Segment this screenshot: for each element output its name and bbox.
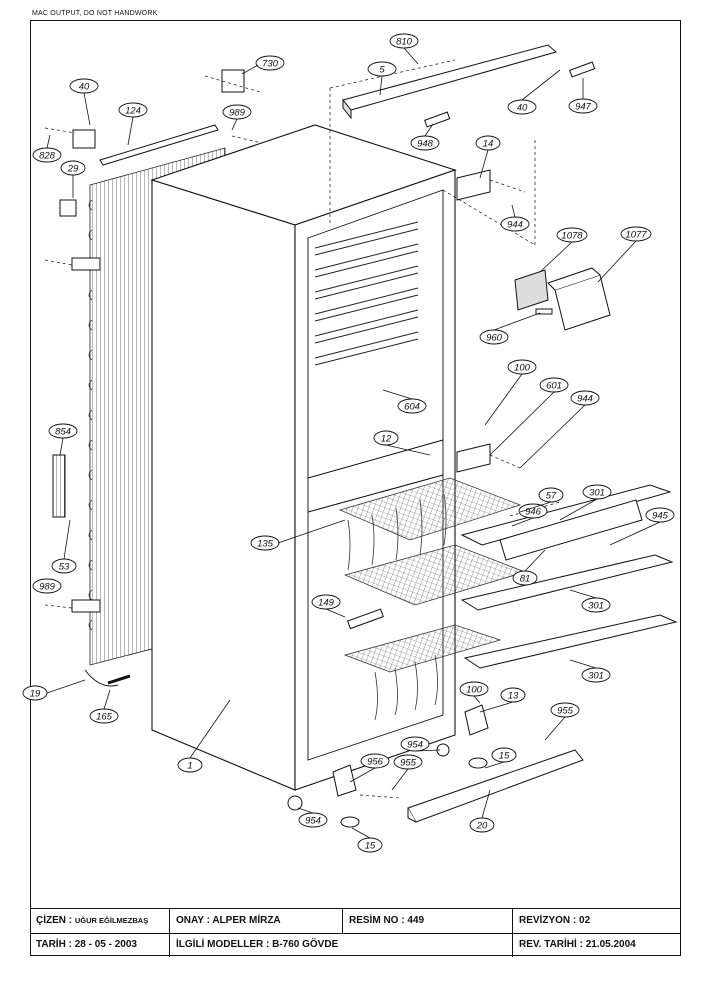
callout-text: 954 bbox=[407, 740, 423, 751]
freezer-evaporator bbox=[314, 221, 419, 366]
callout-text: 57 bbox=[546, 491, 557, 502]
drawn-by-cell: ÇİZEN : UĞUR EĞİLMEZBAŞ bbox=[30, 909, 170, 933]
callout-text: 955 bbox=[557, 706, 574, 717]
date-value: 28 - 05 - 2003 bbox=[74, 939, 137, 950]
cabinet-body bbox=[150, 124, 457, 791]
title-row-1: ÇİZEN : UĞUR EĞİLMEZBAŞ ONAY : ALPER MİR… bbox=[30, 909, 681, 934]
callout-text: 165 bbox=[96, 712, 113, 723]
callout-numbers: 810 5 730 40 124 989 828 29 948 947 14 9… bbox=[30, 37, 669, 852]
kick-plate bbox=[407, 749, 584, 823]
callout-text: 810 bbox=[396, 37, 413, 48]
callout-text: 40 bbox=[79, 82, 90, 93]
callout-text: 989 bbox=[229, 108, 246, 119]
callout-text: 40 bbox=[517, 103, 528, 114]
drawn-by-value: UĞUR EĞİLMEZBAŞ bbox=[74, 916, 149, 925]
callout-text: 15 bbox=[365, 841, 376, 852]
leader-lines bbox=[46, 47, 661, 839]
callout-text: 601 bbox=[546, 381, 562, 392]
callout-text: 15 bbox=[499, 751, 510, 762]
title-row-2: TARİH : 28 - 05 - 2003 İLGİLİ MODELLER :… bbox=[30, 933, 681, 957]
callout-text: 947 bbox=[575, 102, 592, 113]
callout-989b bbox=[32, 578, 62, 594]
callout-text: 960 bbox=[486, 333, 503, 344]
revision-date-label: REV. TARİHİ : bbox=[519, 939, 583, 950]
callout-text: 828 bbox=[39, 151, 56, 162]
callout-text: 948 bbox=[417, 139, 434, 150]
callout-730 bbox=[255, 55, 285, 71]
callout-text: 944 bbox=[507, 220, 523, 231]
thermostat-unit bbox=[514, 269, 549, 311]
callout-text: 124 bbox=[125, 106, 141, 117]
small-parts bbox=[52, 61, 596, 828]
related-models-value: B-760 GÖVDE bbox=[272, 939, 339, 950]
callout-text: 20 bbox=[476, 821, 488, 832]
callout-text: 100 bbox=[466, 685, 483, 696]
callout-text: 29 bbox=[67, 164, 79, 175]
callout-text: 1 bbox=[187, 761, 192, 772]
date-label: TARİH : bbox=[36, 939, 72, 950]
thermostat-housing bbox=[547, 267, 611, 331]
callout-text: 954 bbox=[305, 816, 321, 827]
drawing-frame bbox=[30, 20, 681, 956]
callout-text: 989 bbox=[39, 582, 56, 593]
callout-text: 944 bbox=[577, 394, 593, 405]
callout-text: 149 bbox=[318, 598, 335, 609]
revision-date-cell: REV. TARİHİ : 21.05.2004 bbox=[513, 933, 681, 957]
callout-text: 135 bbox=[257, 539, 274, 550]
callout-text: 301 bbox=[589, 488, 605, 499]
gasket-profiles bbox=[460, 484, 678, 669]
approved-by-cell: ONAY : ALPER MİRZA bbox=[170, 909, 343, 933]
callout-text: 100 bbox=[514, 363, 531, 374]
callout-text: 19 bbox=[30, 689, 41, 700]
drawing-no-cell: RESİM NO : 449 bbox=[343, 909, 513, 933]
callout-text: 955 bbox=[400, 758, 417, 769]
callout-text: 81 bbox=[520, 574, 531, 585]
title-block: ÇİZEN : UĞUR EĞİLMEZBAŞ ONAY : ALPER MİR… bbox=[30, 908, 681, 957]
revision-date-value: 21.05.2004 bbox=[585, 939, 636, 950]
callout-text: 946 bbox=[525, 507, 542, 518]
callout-text: 14 bbox=[483, 139, 494, 150]
date-cell: TARİH : 28 - 05 - 2003 bbox=[30, 933, 170, 957]
drawn-by-label: ÇİZEN : bbox=[36, 915, 73, 926]
related-models-cell: İLGİLİ MODELLER : B-760 GÖVDE bbox=[170, 933, 513, 957]
construction-lines bbox=[44, 59, 561, 799]
revision-cell: REVİZYON : 02 bbox=[513, 909, 681, 933]
callout-text: 301 bbox=[588, 671, 604, 682]
callout-text: 53 bbox=[59, 562, 70, 573]
callout-text: 730 bbox=[262, 59, 279, 70]
wire-shelves bbox=[338, 477, 527, 721]
revision-label: REVİZYON : bbox=[519, 915, 577, 926]
header-note: MAC OUTPUT, DO NOT HANDWORK bbox=[32, 10, 158, 17]
callout-text: 945 bbox=[652, 511, 669, 522]
callout-text: 13 bbox=[508, 691, 519, 702]
callout-text: 854 bbox=[55, 427, 71, 438]
drawing-no-label: RESİM NO : bbox=[349, 915, 405, 926]
callout-text: 1078 bbox=[561, 231, 583, 242]
top-trim bbox=[342, 44, 558, 120]
callout-text: 12 bbox=[381, 434, 392, 445]
callout-text: 301 bbox=[588, 601, 604, 612]
related-models-label: İLGİLİ MODELLER : bbox=[176, 939, 270, 950]
callout-text: 5 bbox=[379, 65, 385, 76]
revision-value: 02 bbox=[579, 915, 591, 926]
approved-by-value: ALPER MİRZA bbox=[212, 915, 281, 926]
callout-text: 1077 bbox=[625, 230, 647, 241]
approved-by-label: ONAY : bbox=[176, 915, 210, 926]
callout-text: 956 bbox=[367, 757, 384, 768]
callout-text: 604 bbox=[404, 402, 420, 413]
drawing-no-value: 449 bbox=[407, 915, 425, 926]
